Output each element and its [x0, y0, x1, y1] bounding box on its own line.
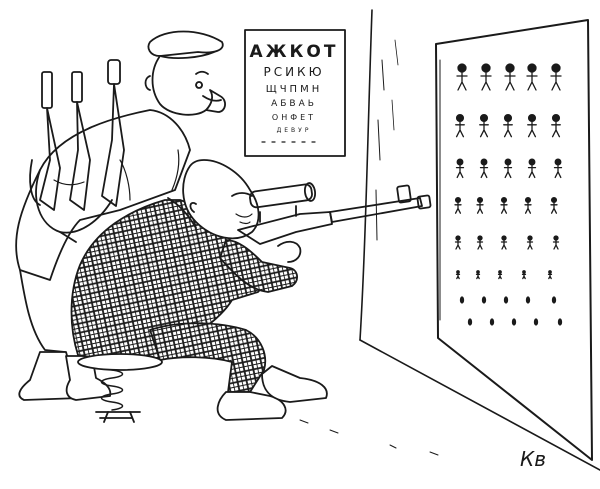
eye-chart-row-5: ОНФЕТ: [272, 113, 316, 122]
old-man-head: [182, 159, 260, 240]
old-man-arm: [219, 239, 298, 293]
target-silhouette: [476, 235, 484, 250]
target-silhouette: [454, 196, 462, 214]
target-silhouette: [475, 270, 481, 280]
spring-stool: [77, 353, 163, 423]
target-silhouette: [455, 113, 465, 138]
target-silhouette: [456, 63, 468, 91]
target-silhouette: [479, 113, 489, 138]
artist-signature: Кв: [520, 447, 546, 471]
eye-chart-row-6: ДЕВУР: [277, 127, 312, 134]
target-silhouette: [479, 158, 489, 179]
target-silhouette: [547, 270, 553, 280]
target-silhouettes: [454, 63, 563, 326]
target-silhouette: [511, 318, 517, 326]
target-silhouette: [521, 270, 527, 280]
target-silhouette: [454, 235, 462, 250]
target-silhouette: [527, 158, 537, 179]
old-man-shoe-right: [261, 365, 328, 403]
target-silhouette: [480, 63, 492, 91]
target-silhouette: [459, 296, 465, 304]
target-silhouette: [550, 196, 558, 214]
officer-head: [151, 55, 226, 116]
target-silhouette: [504, 63, 516, 91]
eye-chart-row-1: АЖКОТ: [250, 42, 339, 62]
target-silhouette: [550, 63, 562, 91]
target-silhouette: [526, 63, 538, 91]
target-silhouette: [500, 196, 508, 214]
target-silhouette: [455, 158, 465, 179]
target-silhouette: [503, 296, 509, 304]
target-silhouette: [503, 113, 513, 138]
stool-spring: [100, 369, 124, 411]
old-man-figure: [70, 159, 328, 421]
eye-chart-row-4: АБВАЬ: [271, 99, 317, 109]
target-silhouette: [481, 296, 487, 304]
eye-chart-row-2: РСИКЮ: [263, 65, 324, 79]
officer-boot-right: [65, 355, 112, 401]
rifle-muzzle: [416, 194, 432, 210]
target-silhouette: [497, 270, 503, 280]
target-silhouette: [489, 318, 495, 326]
target-silhouette: [551, 113, 561, 138]
target-silhouette: [524, 196, 532, 214]
sniper-rifle: [237, 182, 432, 245]
rifle-scope: [249, 183, 313, 209]
rifle-stock: [237, 211, 333, 245]
target-silhouette: [553, 158, 563, 179]
target-board-frame: [435, 19, 593, 461]
target-silhouette: [500, 235, 508, 250]
target-silhouette: [467, 318, 473, 326]
target-silhouette: [557, 318, 563, 326]
rifle-barrel: [329, 197, 423, 223]
target-silhouette: [476, 196, 484, 214]
silhouette-target-board: [435, 19, 593, 461]
target-silhouette: [551, 296, 557, 304]
target-silhouette: [527, 113, 537, 138]
target-silhouette: [552, 235, 560, 250]
target-silhouette: [503, 158, 513, 179]
target-silhouette: [533, 318, 539, 326]
target-silhouette: [455, 270, 461, 280]
target-silhouette: [525, 296, 531, 304]
eye-chart-frame: [244, 29, 346, 157]
officer-cap: [147, 30, 224, 57]
rifle-bundle: [29, 59, 125, 243]
eye-chart-row-3: ЩЧПМН: [266, 84, 322, 95]
target-silhouette: [526, 235, 534, 250]
eye-chart: АЖКОТ РСИКЮ ЩЧПМН АБВАЬ ОНФЕТ ДЕВУР: [244, 29, 346, 157]
old-man-trousers: [149, 322, 267, 393]
